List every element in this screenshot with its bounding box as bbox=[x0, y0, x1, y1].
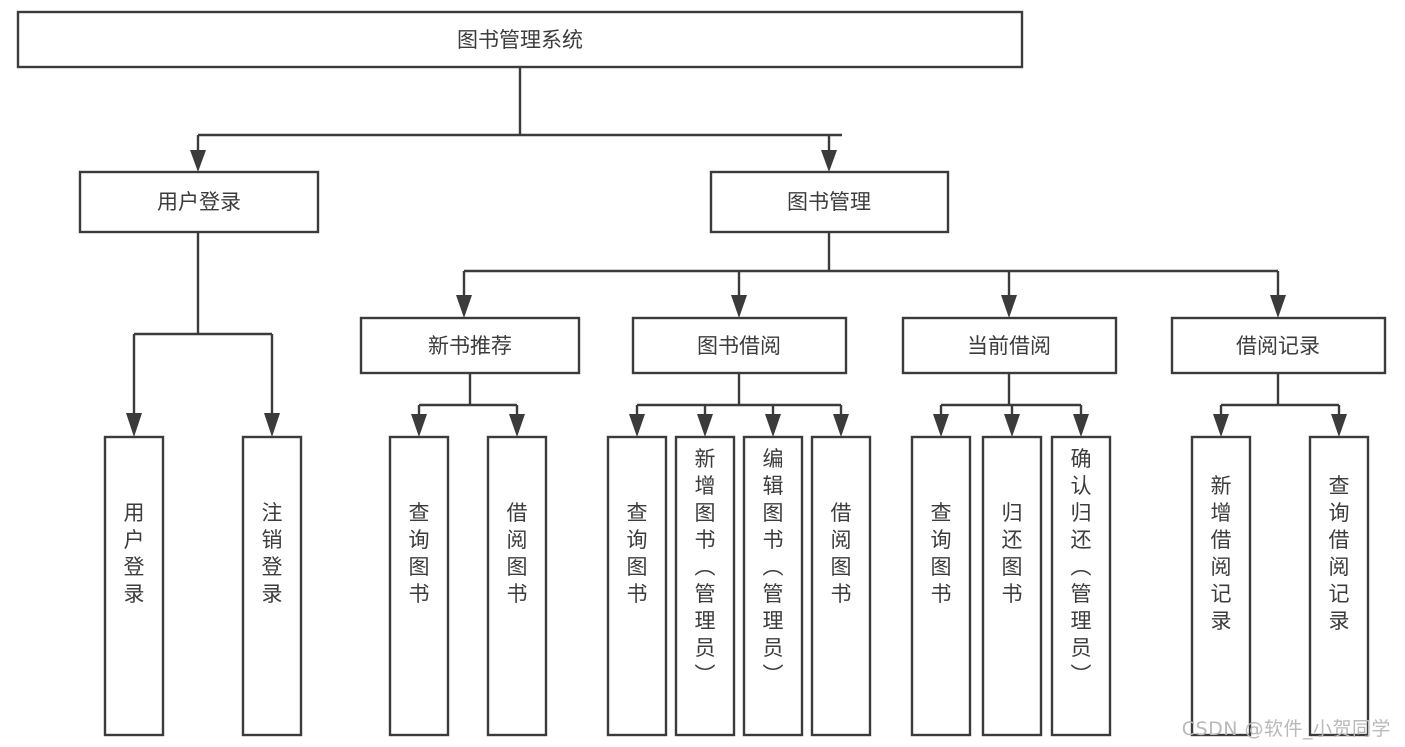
node-leaf-add-book-label: 新增图书︵管理员︶ bbox=[695, 447, 716, 687]
node-leaf-query-book-1-box bbox=[388, 435, 450, 737]
node-leaf-query-book-3[interactable]: 查询图书 bbox=[910, 435, 972, 737]
arrowhead-leaf-confirm-return bbox=[1073, 414, 1089, 437]
node-leaf-query-book-1[interactable]: 查询图书 bbox=[388, 435, 450, 737]
node-current-borrow-box bbox=[901, 316, 1118, 375]
arrowhead-leaf-logout bbox=[264, 413, 280, 437]
connector-layer bbox=[126, 67, 1347, 437]
node-current-borrow[interactable]: 当前借阅 bbox=[901, 316, 1118, 375]
node-leaf-query-book-1-label: 查询图书 bbox=[409, 501, 430, 606]
node-user-login-label: 用户登录 bbox=[157, 190, 241, 214]
arrowhead-leaf-query-book-2 bbox=[629, 414, 645, 437]
arrowhead-current-borrow bbox=[1001, 295, 1017, 318]
node-leaf-add-book[interactable]: 新增图书︵管理员︶ bbox=[674, 435, 736, 737]
node-leaf-logout-box bbox=[241, 435, 303, 737]
node-leaf-borrow-book-2-box bbox=[810, 435, 872, 737]
node-borrow-record[interactable]: 借阅记录 bbox=[1170, 316, 1387, 375]
node-root-box bbox=[16, 10, 1024, 69]
arrowhead-leaf-query-record bbox=[1331, 414, 1347, 437]
node-book-borrow-label: 图书借阅 bbox=[697, 334, 781, 358]
node-leaf-query-record-box bbox=[1308, 435, 1370, 737]
node-leaf-add-record-label: 新增借阅记录 bbox=[1211, 474, 1232, 633]
node-borrow-record-label: 借阅记录 bbox=[1236, 334, 1320, 358]
node-leaf-add-book-box bbox=[674, 435, 736, 737]
node-book-manage-box bbox=[709, 170, 950, 234]
node-leaf-user-login[interactable]: 用户登录 bbox=[103, 435, 165, 737]
node-root-label: 图书管理系统 bbox=[457, 28, 583, 52]
arrowhead-leaf-borrow-book-1 bbox=[509, 414, 525, 437]
node-leaf-user-login-box bbox=[103, 435, 165, 737]
node-leaf-return-book-label: 归还图书 bbox=[1002, 501, 1023, 606]
node-leaf-query-record-label: 查询借阅记录 bbox=[1329, 474, 1350, 633]
arrowhead-leaf-add-book bbox=[697, 414, 713, 437]
node-leaf-borrow-book-1-box bbox=[486, 435, 548, 737]
node-leaf-return-book[interactable]: 归还图书 bbox=[981, 435, 1043, 737]
arrowhead-leaf-query-book-3 bbox=[933, 414, 949, 437]
node-book-manage[interactable]: 图书管理 bbox=[709, 170, 950, 234]
node-leaf-borrow-book-1[interactable]: 借阅图书 bbox=[486, 435, 548, 737]
node-book-manage-label: 图书管理 bbox=[787, 190, 871, 214]
node-leaf-edit-book-label: 编辑图书︵管理员︶ bbox=[763, 447, 784, 687]
node-user-login-box bbox=[78, 170, 320, 234]
node-leaf-query-record[interactable]: 查询借阅记录 bbox=[1308, 435, 1370, 737]
node-leaf-user-login-label: 用户登录 bbox=[124, 501, 145, 606]
node-leaf-return-book-box bbox=[981, 435, 1043, 737]
node-leaf-query-book-3-label: 查询图书 bbox=[931, 501, 952, 606]
node-leaf-confirm-return-box bbox=[1050, 435, 1112, 737]
node-leaf-edit-book[interactable]: 编辑图书︵管理员︶ bbox=[742, 435, 804, 737]
arrowhead-new-book-rec bbox=[456, 295, 472, 318]
arrowhead-leaf-query-book-1 bbox=[411, 414, 427, 437]
arrowhead-borrow-record bbox=[1270, 295, 1286, 318]
node-user-login[interactable]: 用户登录 bbox=[78, 170, 320, 234]
arrowhead-leaf-user-login bbox=[126, 413, 142, 437]
node-leaf-query-book-2-box bbox=[606, 435, 668, 737]
arrowhead-book-borrow bbox=[731, 295, 747, 318]
node-leaf-borrow-book-2[interactable]: 借阅图书 bbox=[810, 435, 872, 737]
node-book-borrow-box bbox=[631, 316, 848, 375]
node-leaf-edit-book-box bbox=[742, 435, 804, 737]
node-current-borrow-label: 当前借阅 bbox=[967, 334, 1051, 358]
node-new-book-rec-box bbox=[359, 316, 581, 375]
node-leaf-query-book-2[interactable]: 查询图书 bbox=[606, 435, 668, 737]
node-leaf-logout-label: 注销登录 bbox=[262, 501, 283, 606]
node-leaf-query-book-2-label: 查询图书 bbox=[627, 501, 648, 606]
arrowhead-leaf-return-book bbox=[1004, 414, 1020, 437]
node-leaf-add-record[interactable]: 新增借阅记录 bbox=[1190, 435, 1252, 737]
node-book-borrow[interactable]: 图书借阅 bbox=[631, 316, 848, 375]
node-new-book-rec-label: 新书推荐 bbox=[428, 334, 512, 358]
arrowhead-leaf-borrow-book-2 bbox=[833, 414, 849, 437]
arrowhead-user-login bbox=[190, 150, 206, 172]
node-leaf-confirm-return[interactable]: 确认归还︵管理员︶ bbox=[1050, 435, 1112, 737]
node-leaf-borrow-book-2-label: 借阅图书 bbox=[831, 501, 852, 606]
node-leaf-borrow-book-1-label: 借阅图书 bbox=[507, 501, 528, 606]
node-new-book-rec[interactable]: 新书推荐 bbox=[359, 316, 581, 375]
arrowhead-leaf-add-record bbox=[1213, 414, 1229, 437]
node-root[interactable]: 图书管理系统 bbox=[16, 10, 1024, 69]
node-leaf-logout[interactable]: 注销登录 bbox=[241, 435, 303, 737]
node-leaf-confirm-return-label: 确认归还︵管理员︶ bbox=[1071, 447, 1092, 687]
node-borrow-record-box bbox=[1170, 316, 1387, 375]
node-leaf-add-record-box bbox=[1190, 435, 1252, 737]
arrowhead-book-manage bbox=[821, 150, 837, 172]
arrowhead-leaf-edit-book bbox=[765, 414, 781, 437]
node-leaf-query-book-3-box bbox=[910, 435, 972, 737]
